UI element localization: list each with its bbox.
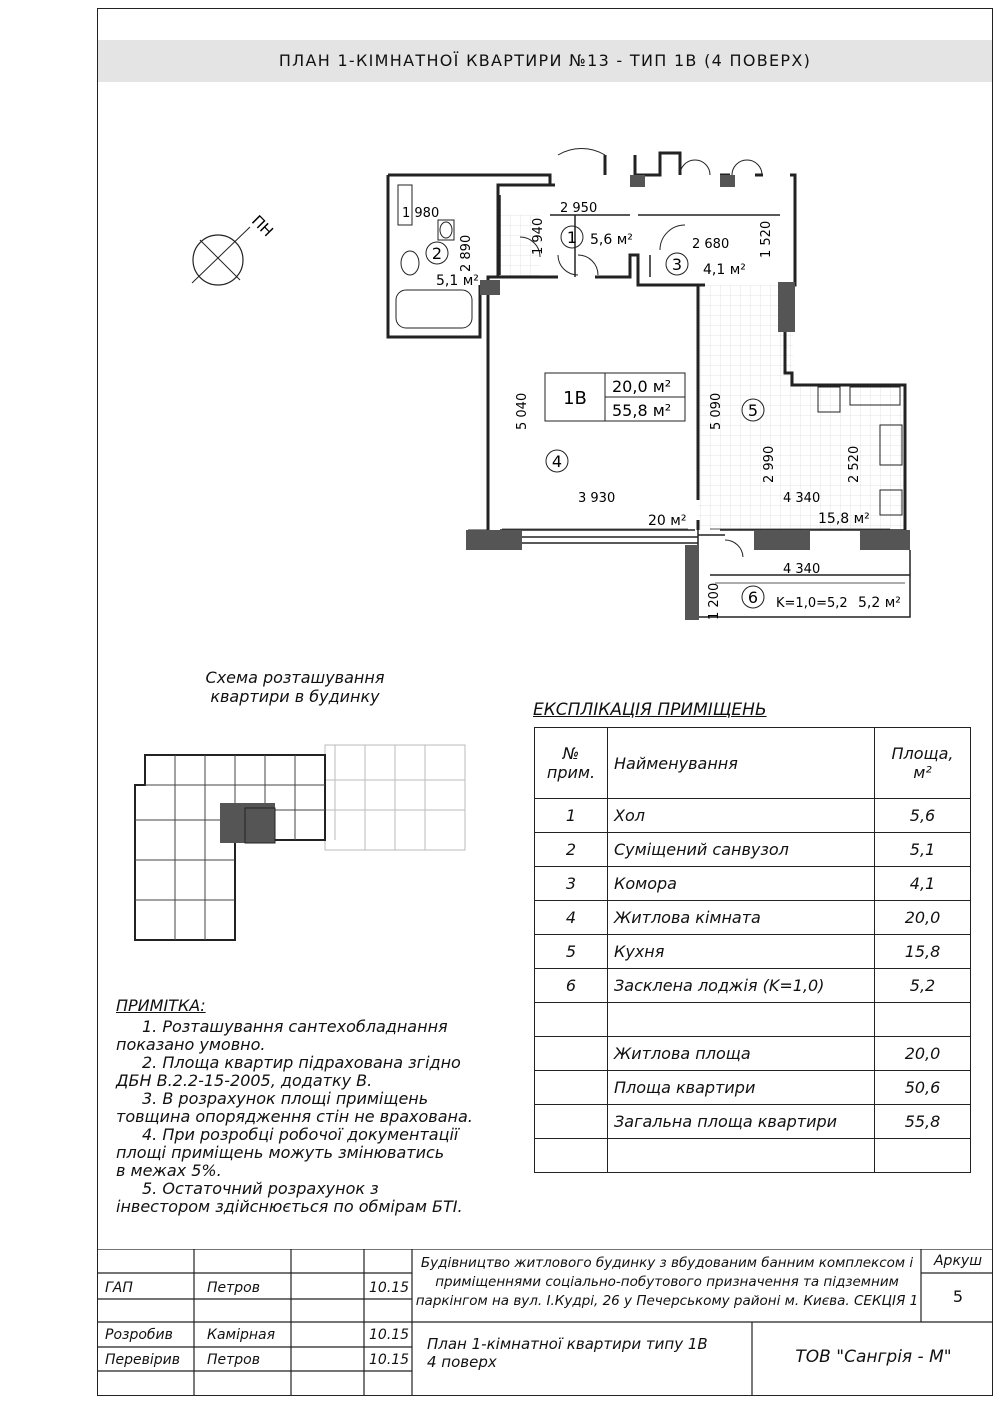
svg-text:2: 2 <box>432 244 442 263</box>
building-scheme <box>134 744 466 941</box>
svg-text:5 090: 5 090 <box>709 393 724 430</box>
svg-text:2 990: 2 990 <box>762 446 777 483</box>
drawing-frame <box>97 8 993 1396</box>
notes-title: ПРИМІТКА: <box>116 996 206 1015</box>
svg-text:5,1 м²: 5,1 м² <box>436 273 479 289</box>
scheme-caption: Схема розташування квартири в будинку <box>205 668 385 706</box>
svg-text:4: 4 <box>552 452 562 471</box>
floor-plan: 1 980 2 890 2 950 1 940 2 680 1 520 5 04… <box>386 148 911 620</box>
svg-text:1 520: 1 520 <box>759 221 774 258</box>
compass-icon: ПН <box>191 212 277 286</box>
room-area: 5,6 м² <box>590 232 633 248</box>
stamp-date: 10.15 <box>369 1280 410 1296</box>
wall-segment <box>466 530 522 550</box>
svg-text:1 200: 1 200 <box>707 583 722 620</box>
dim-text: 1 980 <box>402 206 439 221</box>
apt-type: 1В <box>563 388 587 409</box>
svg-text:2 680: 2 680 <box>692 237 729 252</box>
svg-text:2 950: 2 950 <box>560 201 597 216</box>
notes: 1. Розташування сантехобладнання показан… <box>116 1017 473 1216</box>
title-block: ГАП Петров 10.15 Розробив Камірная 10.15… <box>97 1249 993 1396</box>
page-title: ПЛАН 1-КІМНАТНОЇ КВАРТИРИ №13 - ТИП 1В (… <box>278 51 812 70</box>
loggia-coef: K=1,0=5,2 <box>776 596 848 611</box>
apt-living-area: 20,0 м² <box>612 377 671 396</box>
stamp-company: ТОВ "Сангрія - М" <box>795 1347 952 1367</box>
svg-text:4,1 м²: 4,1 м² <box>703 262 746 278</box>
svg-text:1 940: 1 940 <box>531 218 546 255</box>
svg-text:5,2 м²: 5,2 м² <box>858 595 901 611</box>
compass-label: ПН <box>248 212 277 241</box>
sheet-label: Аркуш <box>933 1253 982 1269</box>
svg-text:2 520: 2 520 <box>847 446 862 483</box>
apt-total-area: 55,8 м² <box>612 401 671 420</box>
svg-text:5 040: 5 040 <box>515 393 530 430</box>
svg-text:20 м²: 20 м² <box>648 513 686 529</box>
sheet-number: 5 <box>952 1287 964 1306</box>
svg-text:3 930: 3 930 <box>578 491 615 506</box>
stamp-project: Будівництво житлового будинку з вбудован… <box>415 1255 919 1309</box>
svg-text:4 340: 4 340 <box>783 491 820 506</box>
svg-text:4 340: 4 340 <box>783 562 820 577</box>
stamp-name: Петров <box>207 1280 260 1296</box>
svg-text:3: 3 <box>672 255 682 274</box>
svg-text:5: 5 <box>748 401 758 420</box>
explication-title: ЕКСПЛІКАЦІЯ ПРИМІЩЕНЬ <box>533 700 767 720</box>
stamp-role: ГАП <box>105 1280 133 1296</box>
stamp-drawing: План 1-кімнатної квартири типу 1В 4 пове… <box>427 1335 708 1371</box>
svg-text:6: 6 <box>748 588 758 607</box>
room-number: 1 <box>567 228 577 247</box>
svg-text:2 890: 2 890 <box>459 235 474 272</box>
svg-text:15,8 м²: 15,8 м² <box>818 511 870 527</box>
title-bar <box>98 40 992 82</box>
